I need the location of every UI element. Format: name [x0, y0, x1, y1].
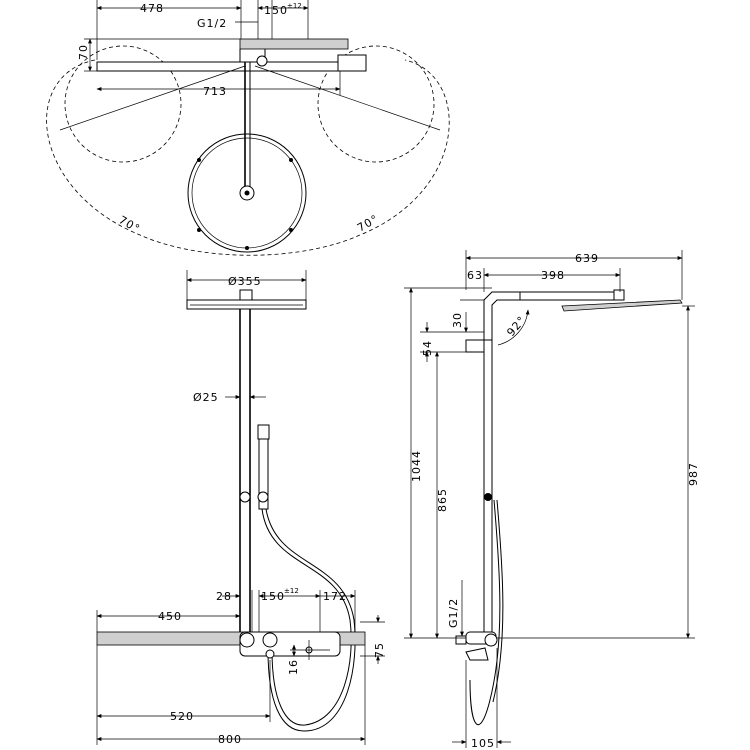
dim-800: 800: [218, 733, 242, 746]
dim-30: 30: [451, 312, 464, 328]
thermostat-body: [239, 631, 341, 657]
tol-front: ±12: [284, 587, 299, 595]
dim-54: 54: [421, 340, 434, 356]
dim-865: 865: [436, 488, 449, 512]
dim-28: 28: [216, 590, 232, 603]
dim-150-front: 150: [261, 590, 285, 603]
angle-92: 92°: [504, 313, 528, 339]
dim-16: 16: [287, 659, 300, 675]
left-swing-circle: [64, 45, 182, 163]
dim-70: 70: [77, 44, 90, 60]
dim-g12-side: G1/2: [447, 598, 460, 628]
top-shelf: [96, 61, 361, 72]
swing-arc-outline: [46, 59, 450, 256]
top-view: 478 150 ±12 G1/2 70 713 70° 70°: [46, 0, 450, 256]
side-showerhead: [561, 299, 683, 312]
side-view: 639 63 398 30 54 92° 1044 865 G1/2: [404, 250, 700, 750]
side-arm: [483, 291, 620, 340]
dim-713: 713: [203, 85, 227, 98]
top-valve-knob: [256, 55, 268, 67]
side-riser: [483, 339, 493, 636]
dim-63: 63: [467, 269, 483, 282]
dim-dia355: Ø355: [228, 275, 262, 288]
dim-105: 105: [471, 737, 495, 750]
dim-dia25: Ø25: [193, 391, 219, 404]
side-hose: [469, 499, 501, 725]
dim-150-top: 150: [264, 4, 288, 17]
valve-knob-left: [239, 632, 255, 648]
front-view: Ø355 Ø25 28 150 ±12: [96, 270, 386, 746]
front-showerhead: [186, 299, 307, 310]
dim-478: 478: [140, 2, 164, 15]
dim-450: 450: [158, 610, 182, 623]
top-showerhead: [187, 133, 307, 253]
dim-172: 172: [323, 590, 347, 603]
angle-right: 70°: [355, 212, 381, 235]
dim-1044: 1044: [410, 450, 423, 482]
top-handle: [337, 54, 367, 72]
right-swing-circle: [317, 45, 435, 163]
tol-top: ±12: [287, 2, 302, 10]
top-mount-bar: [239, 38, 349, 50]
dim-987: 987: [687, 462, 700, 486]
dim-75: 75: [373, 642, 386, 658]
side-hand-holder: [484, 493, 492, 501]
dim-520: 520: [170, 710, 194, 723]
hose: [261, 508, 352, 726]
dim-639: 639: [575, 252, 599, 265]
valve-knob-right: [262, 632, 278, 648]
dim-398: 398: [541, 269, 565, 282]
angle-left: 70°: [117, 213, 143, 236]
dim-g12-top: G1/2: [197, 17, 227, 30]
